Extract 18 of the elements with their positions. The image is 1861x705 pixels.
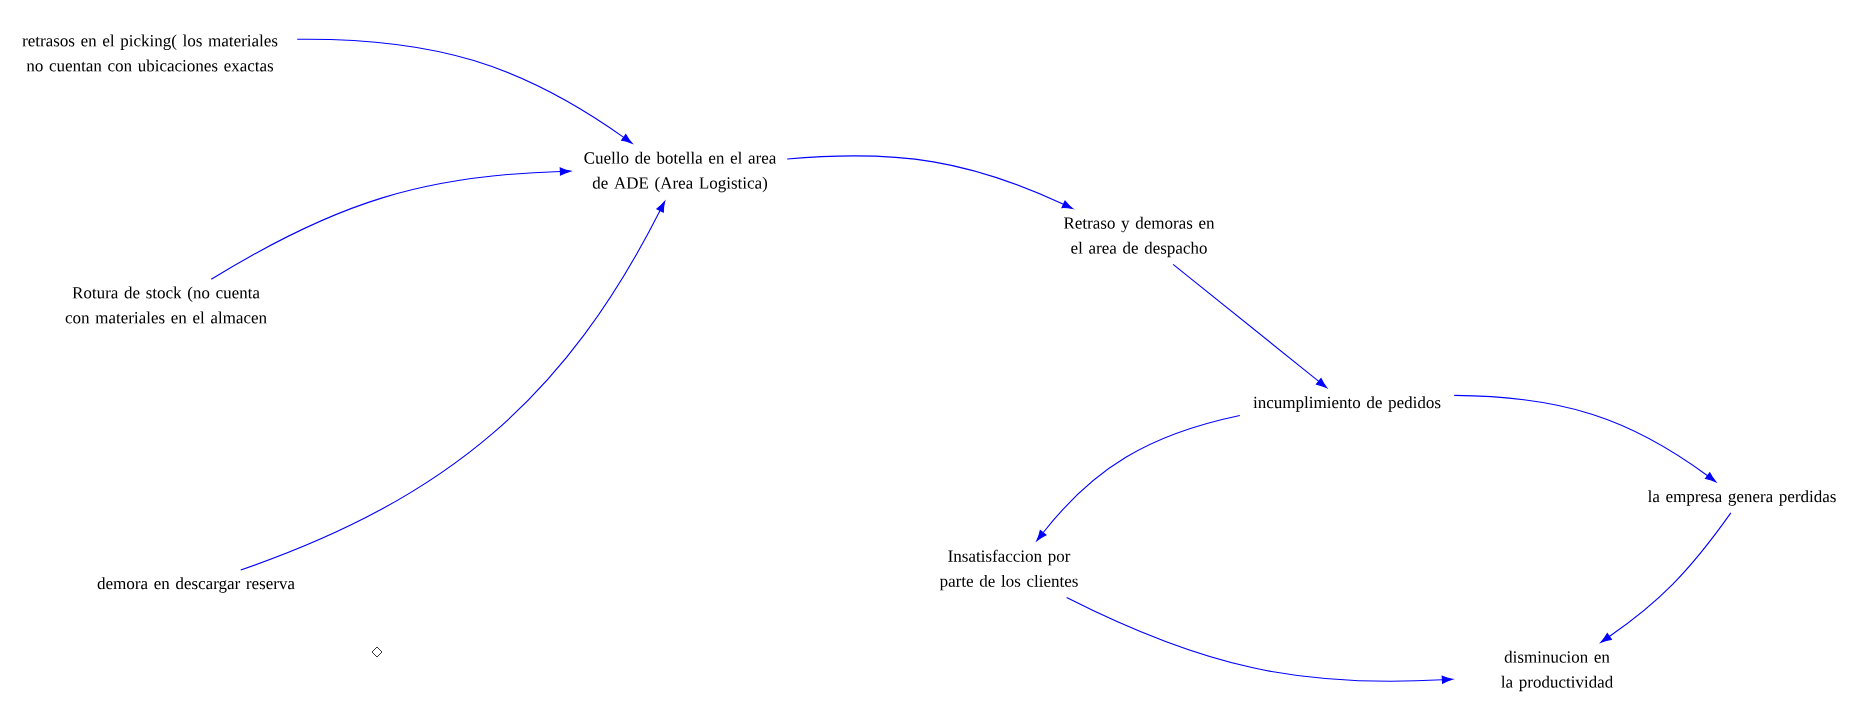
node-text: demora en descargar reserva <box>97 577 295 593</box>
node-text: disminucion en la productividad <box>1501 650 1613 692</box>
node-text: Rotura de stock (no cuenta con materiales en el almacen <box>65 286 267 324</box>
arrow <box>240 201 666 571</box>
arrow <box>210 167 571 280</box>
arrow <box>1453 394 1717 483</box>
node-text: retrasos en el picking( los materiales no cuentan con ubicaciones exactas <box>22 34 278 72</box>
node-text: incumplimiento de pedidos <box>1253 396 1441 412</box>
node-text: Cuello de botella en el area de ADE (Area Logistica) <box>584 151 777 193</box>
arrow <box>296 38 633 144</box>
arrow <box>1066 596 1453 684</box>
node-text: la empresa genera perdidas <box>1647 490 1836 506</box>
arrow <box>1172 263 1328 389</box>
node-text: Insatisfaccion por parte de los clientes <box>939 549 1078 591</box>
arrow <box>1036 415 1241 542</box>
arrow <box>786 155 1074 210</box>
node-text: Retraso y demoras en el area de despacho <box>1063 216 1215 258</box>
arrow <box>1600 512 1732 643</box>
